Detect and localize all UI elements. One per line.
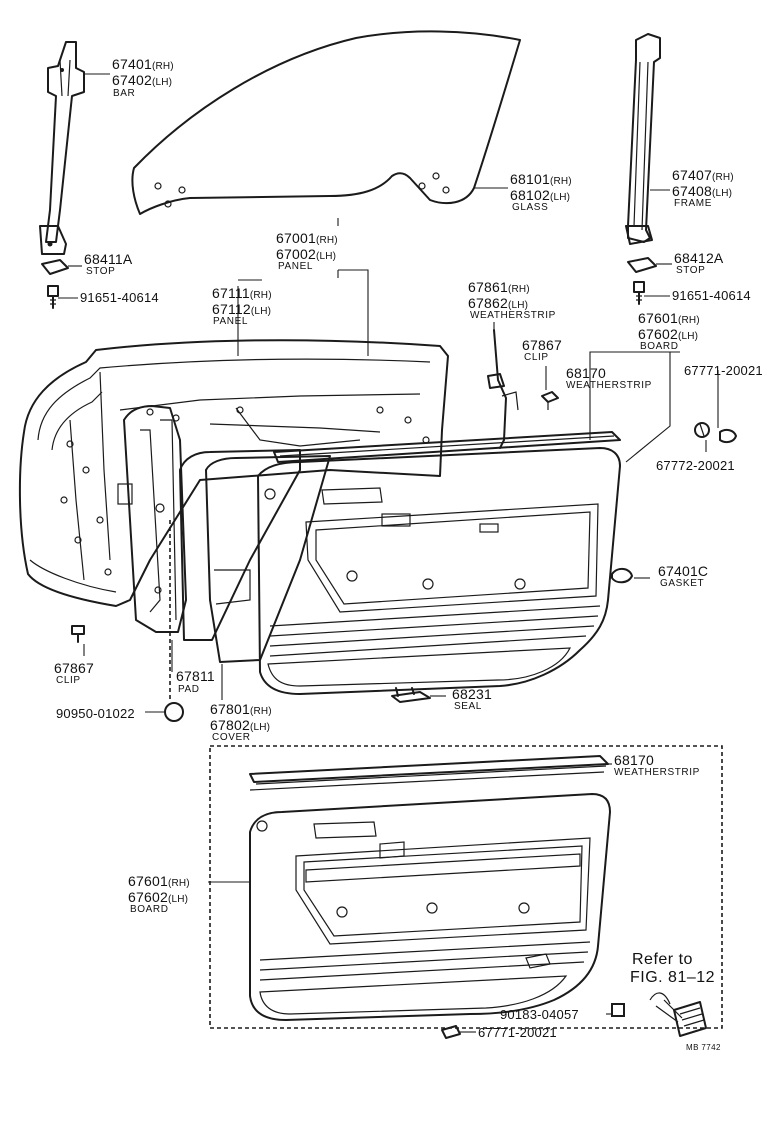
glass-part — [131, 30, 521, 215]
frame-part — [625, 33, 661, 245]
drawing-code: MB 7742 — [686, 1043, 721, 1052]
stop-right-name: STOP — [676, 265, 706, 276]
inset-weatherstrip-part — [249, 755, 612, 791]
clip-left-number: 67867 — [54, 660, 94, 676]
cover-number-lh: 67802(LH) — [210, 717, 271, 733]
frame-number-rh: 67407(RH) — [672, 167, 734, 183]
glass-number-rh: 68101(RH) — [510, 171, 572, 187]
leader-lines-top — [58, 73, 719, 713]
inset-board-number-lh: 67602(LH) — [128, 889, 189, 905]
seal-name: SEAL — [454, 701, 482, 712]
gasket-number: 67401C — [658, 563, 709, 579]
fastener-a-number: 67771-20021 — [684, 363, 763, 378]
weatherstrip-number-lh: 67862(LH) — [468, 295, 529, 311]
stop-left-number: 68411A — [84, 251, 133, 267]
plug-part — [164, 702, 184, 722]
outer-panel-part — [18, 339, 449, 607]
refer-note-line1: Refer to — [632, 951, 693, 968]
clip-left-name: CLIP — [56, 675, 81, 686]
panel-inner-number-lh: 67112(LH) — [212, 301, 272, 317]
fastener-b-part — [694, 422, 710, 438]
board-number-rh: 67601(RH) — [638, 310, 700, 326]
refer-note-line2: FIG. 81–12 — [630, 969, 716, 986]
pad-number: 67811 — [176, 668, 215, 684]
panel-outer-number-rh: 67001(RH) — [276, 230, 338, 246]
bar-number-rh: 67401(RH) — [112, 56, 174, 72]
switch-harness-part — [606, 992, 707, 1037]
inset-weatherstrip-name: WEATHERSTRIP — [614, 767, 700, 778]
fastener-c-number: 67771-20021 — [478, 1025, 557, 1040]
bar-name: BAR — [113, 88, 136, 99]
clip-left-part — [71, 625, 85, 643]
glass-name: GLASS — [512, 202, 549, 213]
seal-part — [391, 687, 431, 703]
weatherstrip-part — [487, 329, 519, 449]
bar-number-lh: 67402(LH) — [112, 72, 173, 88]
weatherstrip-name: WEATHERSTRIP — [470, 310, 556, 321]
cover-name: COVER — [212, 732, 251, 743]
board-part — [257, 431, 621, 695]
gasket-name: GASKET — [660, 578, 705, 589]
weatherstrip-belt-name: WEATHERSTRIP — [566, 380, 652, 391]
frame-name: FRAME — [674, 198, 712, 209]
bolt-right-number: 91651-40614 — [672, 288, 751, 303]
inset-fastener-c-part — [441, 1025, 476, 1039]
stop-left-name: STOP — [86, 266, 116, 277]
frame-number-lh: 67408(LH) — [672, 183, 733, 199]
gasket-part — [611, 568, 633, 584]
screw-number: 90183-04057 — [500, 1007, 579, 1022]
bar-part — [39, 41, 85, 255]
weatherstrip-number-rh: 67861(RH) — [468, 279, 530, 295]
bolt-right-part — [633, 281, 645, 305]
inset-board-number-rh: 67601(RH) — [128, 873, 190, 889]
cover-number-rh: 67801(RH) — [210, 701, 272, 717]
panel-outer-name: PANEL — [278, 261, 314, 272]
weatherstrip-belt-number: 68170 — [566, 365, 606, 381]
inset-box — [169, 520, 723, 1029]
glass-number-lh: 68102(LH) — [510, 187, 571, 203]
clip-top-name: CLIP — [524, 352, 549, 363]
board-name: BOARD — [640, 341, 679, 352]
pad-name: PAD — [178, 684, 200, 695]
fastener-b-number: 67772-20021 — [656, 458, 735, 473]
stop-left-part — [41, 259, 69, 275]
inset-board-part — [208, 793, 611, 1021]
inset-weatherstrip-number: 68170 — [614, 752, 654, 768]
plug-number: 90950-01022 — [56, 706, 135, 721]
board-number-lh: 67602(LH) — [638, 326, 699, 342]
inset-screw-part — [611, 1003, 625, 1017]
stop-right-number: 68412A — [674, 250, 724, 266]
clip-top-number: 67867 — [522, 337, 562, 353]
clip-top-part — [541, 391, 559, 410]
panel-inner-name: PANEL — [213, 316, 249, 327]
stop-right-part — [627, 257, 657, 273]
seal-number: 68231 — [452, 686, 492, 702]
panel-inner-number-rh: 67111(RH) — [212, 285, 272, 301]
bolt-left-part — [47, 285, 59, 309]
pad-part — [179, 449, 301, 641]
cover-part — [205, 455, 331, 663]
inset-board-name: BOARD — [130, 904, 169, 915]
fastener-a-part — [719, 428, 737, 444]
bolt-left-number: 91651-40614 — [80, 290, 159, 305]
panel-outer-number-lh: 67002(LH) — [276, 246, 337, 262]
inner-panel-part — [123, 405, 187, 633]
